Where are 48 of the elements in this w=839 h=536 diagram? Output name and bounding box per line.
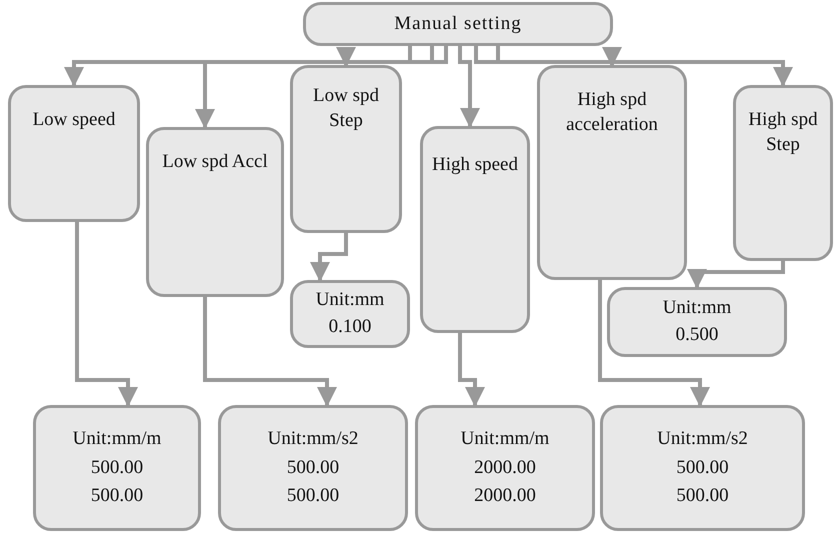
box-text: High spd acceleration bbox=[565, 88, 659, 137]
connector-arrow bbox=[496, 46, 793, 87]
connector-arrow bbox=[336, 46, 448, 67]
box-text: 500.00 bbox=[286, 456, 340, 480]
rounded-box bbox=[218, 405, 408, 531]
box-text: 500.00 bbox=[676, 484, 729, 508]
connector-arrow bbox=[458, 46, 480, 128]
rounded-box bbox=[303, 2, 613, 46]
box-text: 0.500 bbox=[676, 323, 718, 347]
connector-arrow bbox=[598, 280, 710, 407]
rounded-box bbox=[146, 127, 284, 297]
box-text: 2000.00 bbox=[474, 484, 536, 508]
box-text: Manual setting bbox=[394, 12, 522, 36]
rounded-box bbox=[290, 280, 410, 348]
box-text: 500.00 bbox=[90, 456, 144, 480]
box-text: 500.00 bbox=[286, 484, 340, 508]
box-text: Unit:mm/m bbox=[72, 426, 162, 451]
box-text: High speed bbox=[432, 153, 518, 177]
connector-arrow bbox=[687, 261, 785, 289]
rounded-box bbox=[290, 65, 402, 233]
connector-arrow bbox=[458, 333, 485, 407]
box-text: Unit:mm/s2 bbox=[268, 426, 358, 451]
box-text: Low spd Step bbox=[312, 84, 380, 133]
rounded-box bbox=[600, 405, 805, 531]
box-text: 500.00 bbox=[676, 456, 729, 480]
rounded-box bbox=[607, 287, 787, 357]
rounded-box bbox=[415, 405, 595, 531]
box-text: Unit:mm bbox=[662, 296, 732, 320]
box-text: Low spd Accl bbox=[162, 150, 268, 174]
box-text: 2000.00 bbox=[474, 456, 536, 480]
connector-arrow bbox=[310, 233, 348, 282]
box-text: 500.00 bbox=[90, 484, 144, 508]
connector-arrow bbox=[195, 46, 434, 129]
box-text: High spd Step bbox=[747, 108, 819, 157]
rounded-box bbox=[537, 65, 687, 280]
box-text: Low speed bbox=[32, 108, 116, 132]
box-text: Unit:mm bbox=[316, 288, 384, 312]
box-text: Unit:mm/m bbox=[460, 426, 550, 451]
rounded-box bbox=[733, 85, 833, 261]
box-text: 0.100 bbox=[328, 315, 372, 339]
rounded-box bbox=[420, 126, 530, 333]
connector-arrow bbox=[64, 46, 412, 87]
rounded-box bbox=[33, 405, 201, 531]
connector-arrow bbox=[474, 46, 622, 67]
box-text: Unit:mm/s2 bbox=[657, 426, 748, 451]
connector-arrow bbox=[75, 222, 138, 407]
rounded-box bbox=[8, 85, 140, 222]
connector-arrow bbox=[203, 297, 337, 407]
